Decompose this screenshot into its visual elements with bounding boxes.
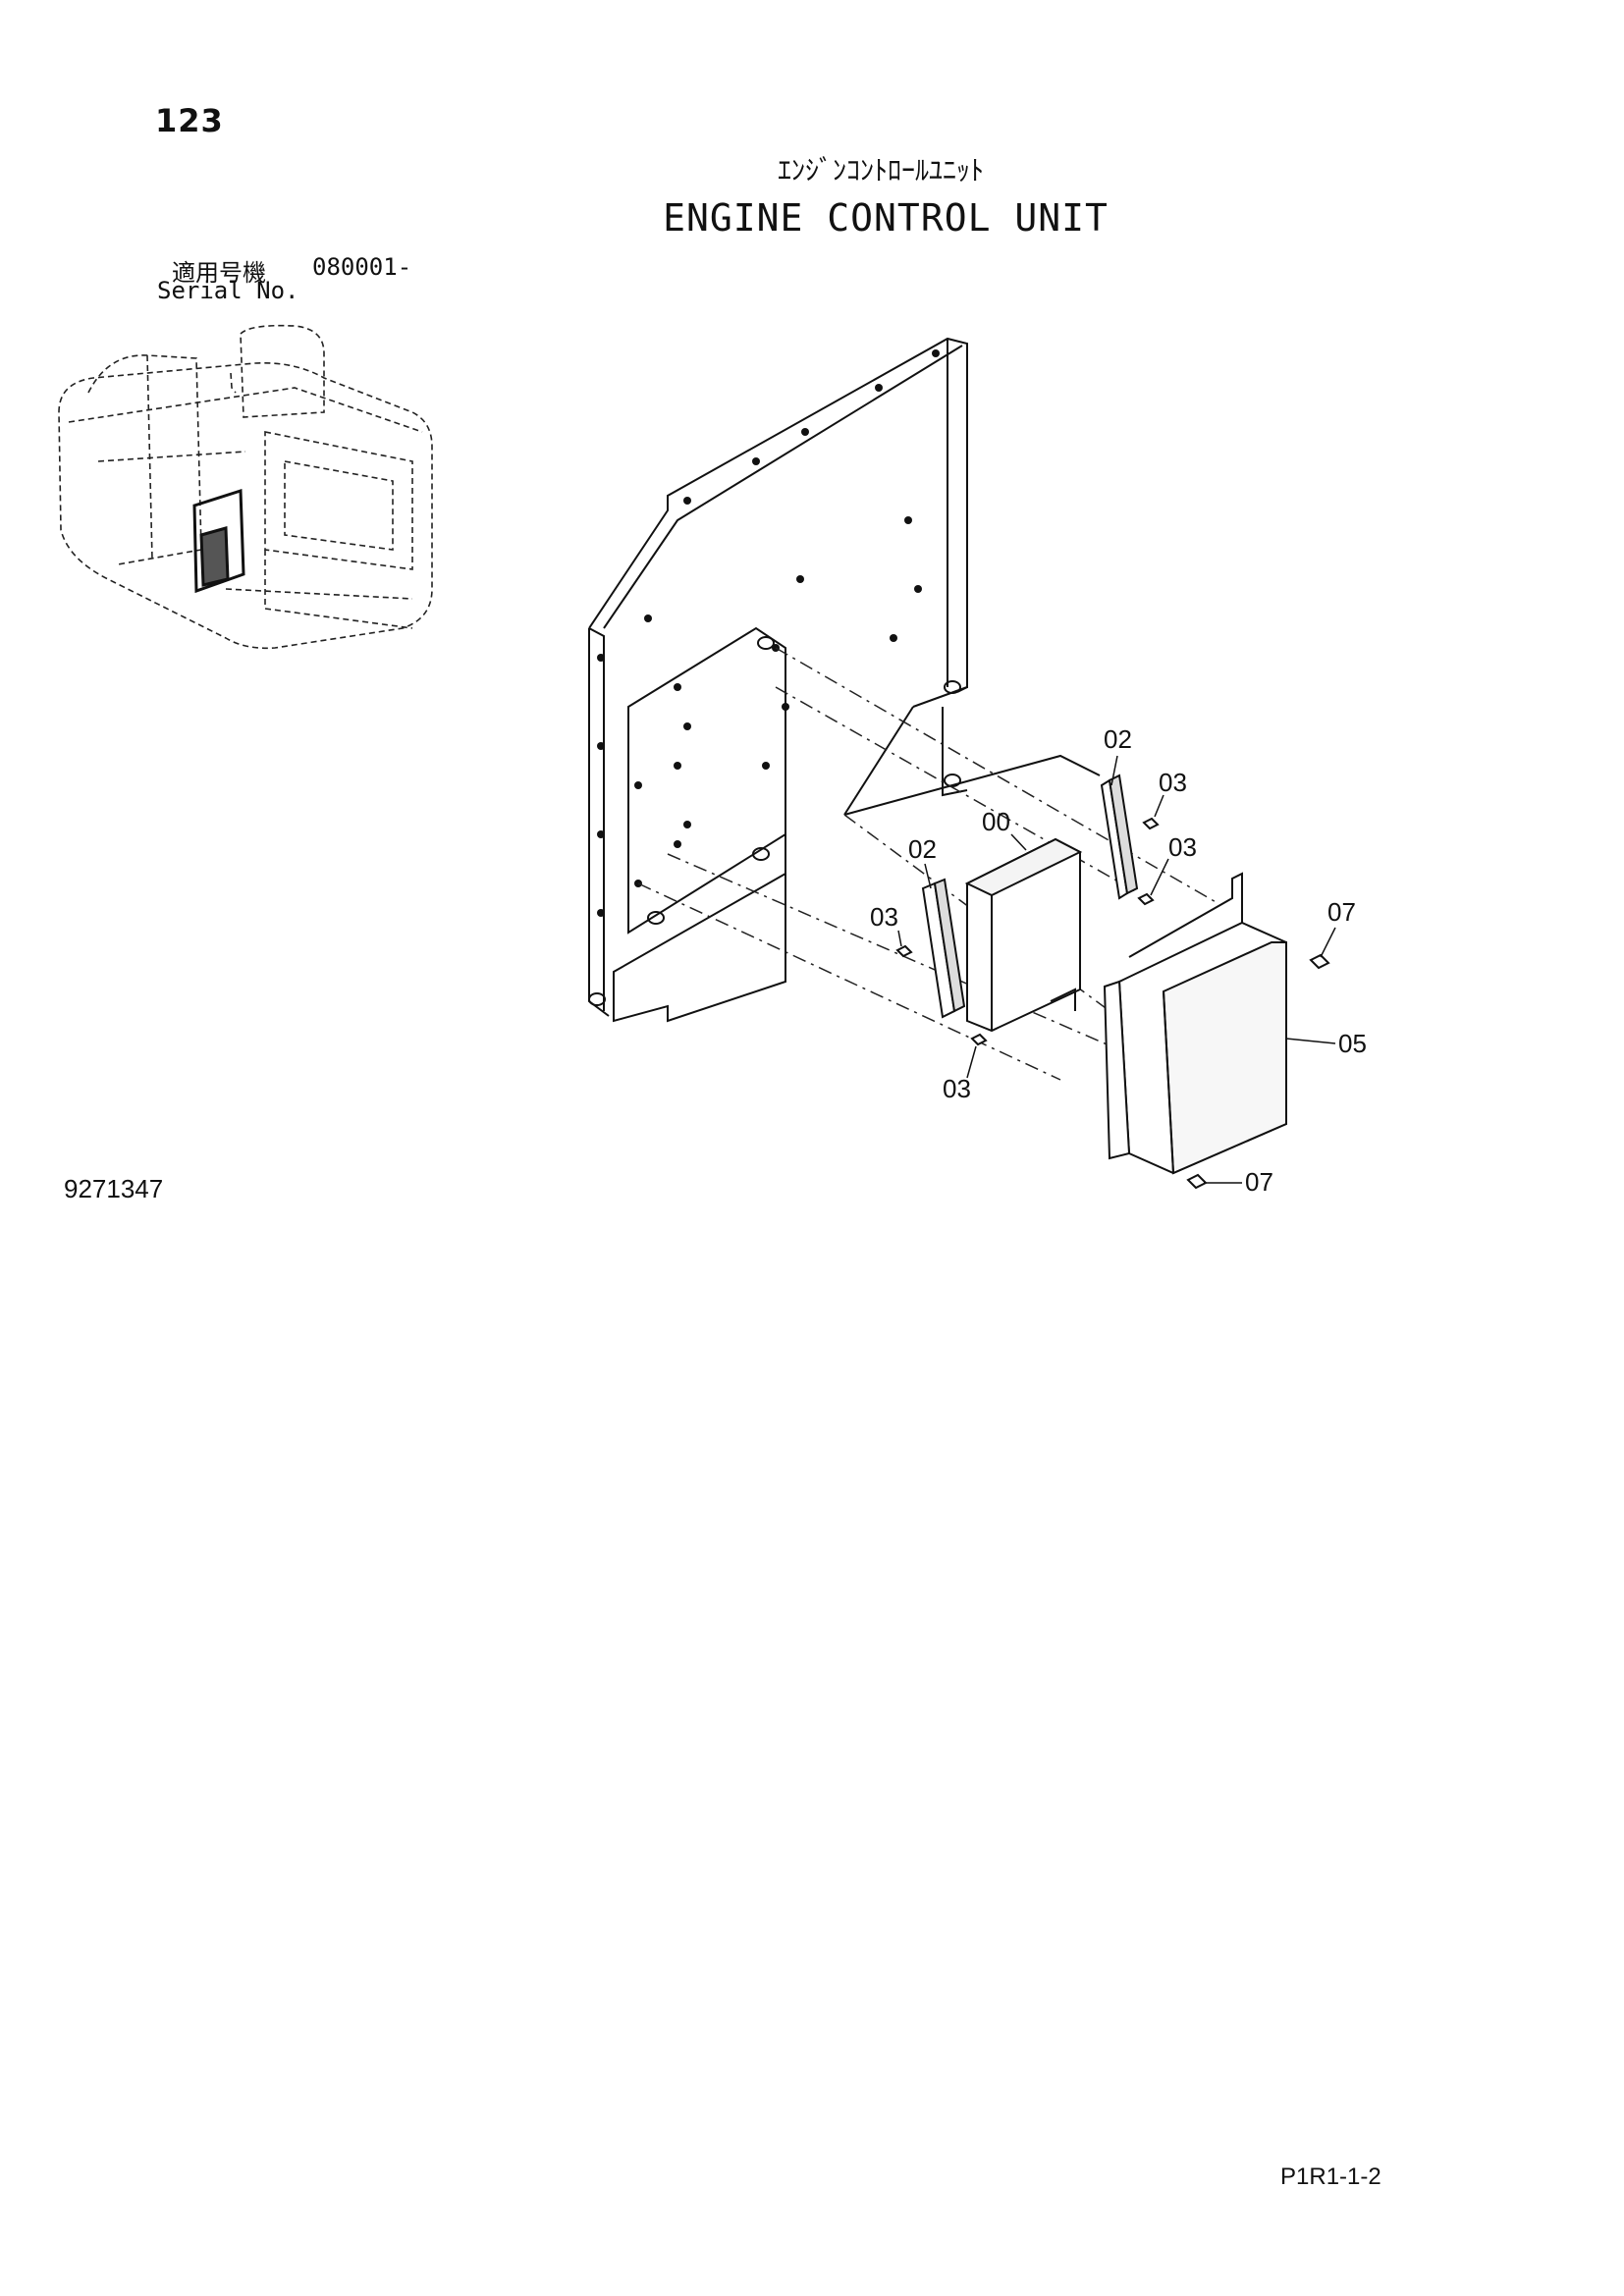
serial-label-english: Serial No. — [157, 277, 299, 304]
callout-cover-bolt-top: 07 — [1327, 897, 1356, 927]
title-english: ENGINE CONTROL UNIT — [663, 196, 1109, 240]
panel-standoffs — [588, 636, 961, 1006]
mounting-panel — [588, 337, 1101, 1023]
serial-range: 080001- — [312, 253, 412, 281]
callout-bolt-left: 03 — [870, 902, 898, 932]
mounting-panel-holes — [597, 349, 940, 917]
ecu-cover — [1103, 872, 1287, 1175]
document-code: 9271347 — [64, 1174, 164, 1203]
bolt-icon — [1186, 1173, 1208, 1190]
bolt-icon — [1137, 892, 1155, 906]
page-number: 123 — [155, 102, 224, 139]
footer-page-code: P1R1-1-2 — [1280, 2163, 1381, 2190]
engine-control-unit — [964, 837, 1083, 1033]
bolt-icon — [1142, 817, 1160, 830]
callout-bracket-left: 02 — [908, 834, 937, 864]
callout-bracket-right: 02 — [1104, 724, 1132, 754]
bolt-icon — [1309, 953, 1330, 970]
bracket-left — [921, 878, 966, 1019]
bolt-icon — [970, 1033, 988, 1046]
bolt-icons — [895, 817, 1330, 1190]
bolt-icon — [895, 944, 913, 958]
serial-label-japanese: 適用号機 — [172, 259, 266, 287]
callout-bolt-right-top: 03 — [1159, 768, 1187, 797]
ecu-location-highlight — [192, 488, 245, 594]
callout-leaders — [897, 755, 1336, 1184]
callout-bolt-bottom: 03 — [943, 1074, 971, 1103]
callout-cover-bolt-bottom: 07 — [1245, 1167, 1273, 1197]
callout-cover: 05 — [1338, 1029, 1367, 1058]
bracket-right — [1100, 774, 1139, 900]
callout-ecu: 00 — [982, 807, 1010, 836]
title-japanese: ｴﾝｼﾞﾝｺﾝﾄﾛｰﾙﾕﾆｯﾄ — [777, 154, 984, 187]
callout-bolt-right-mid: 03 — [1168, 832, 1197, 862]
excavator-location-thumbnail — [58, 324, 433, 650]
